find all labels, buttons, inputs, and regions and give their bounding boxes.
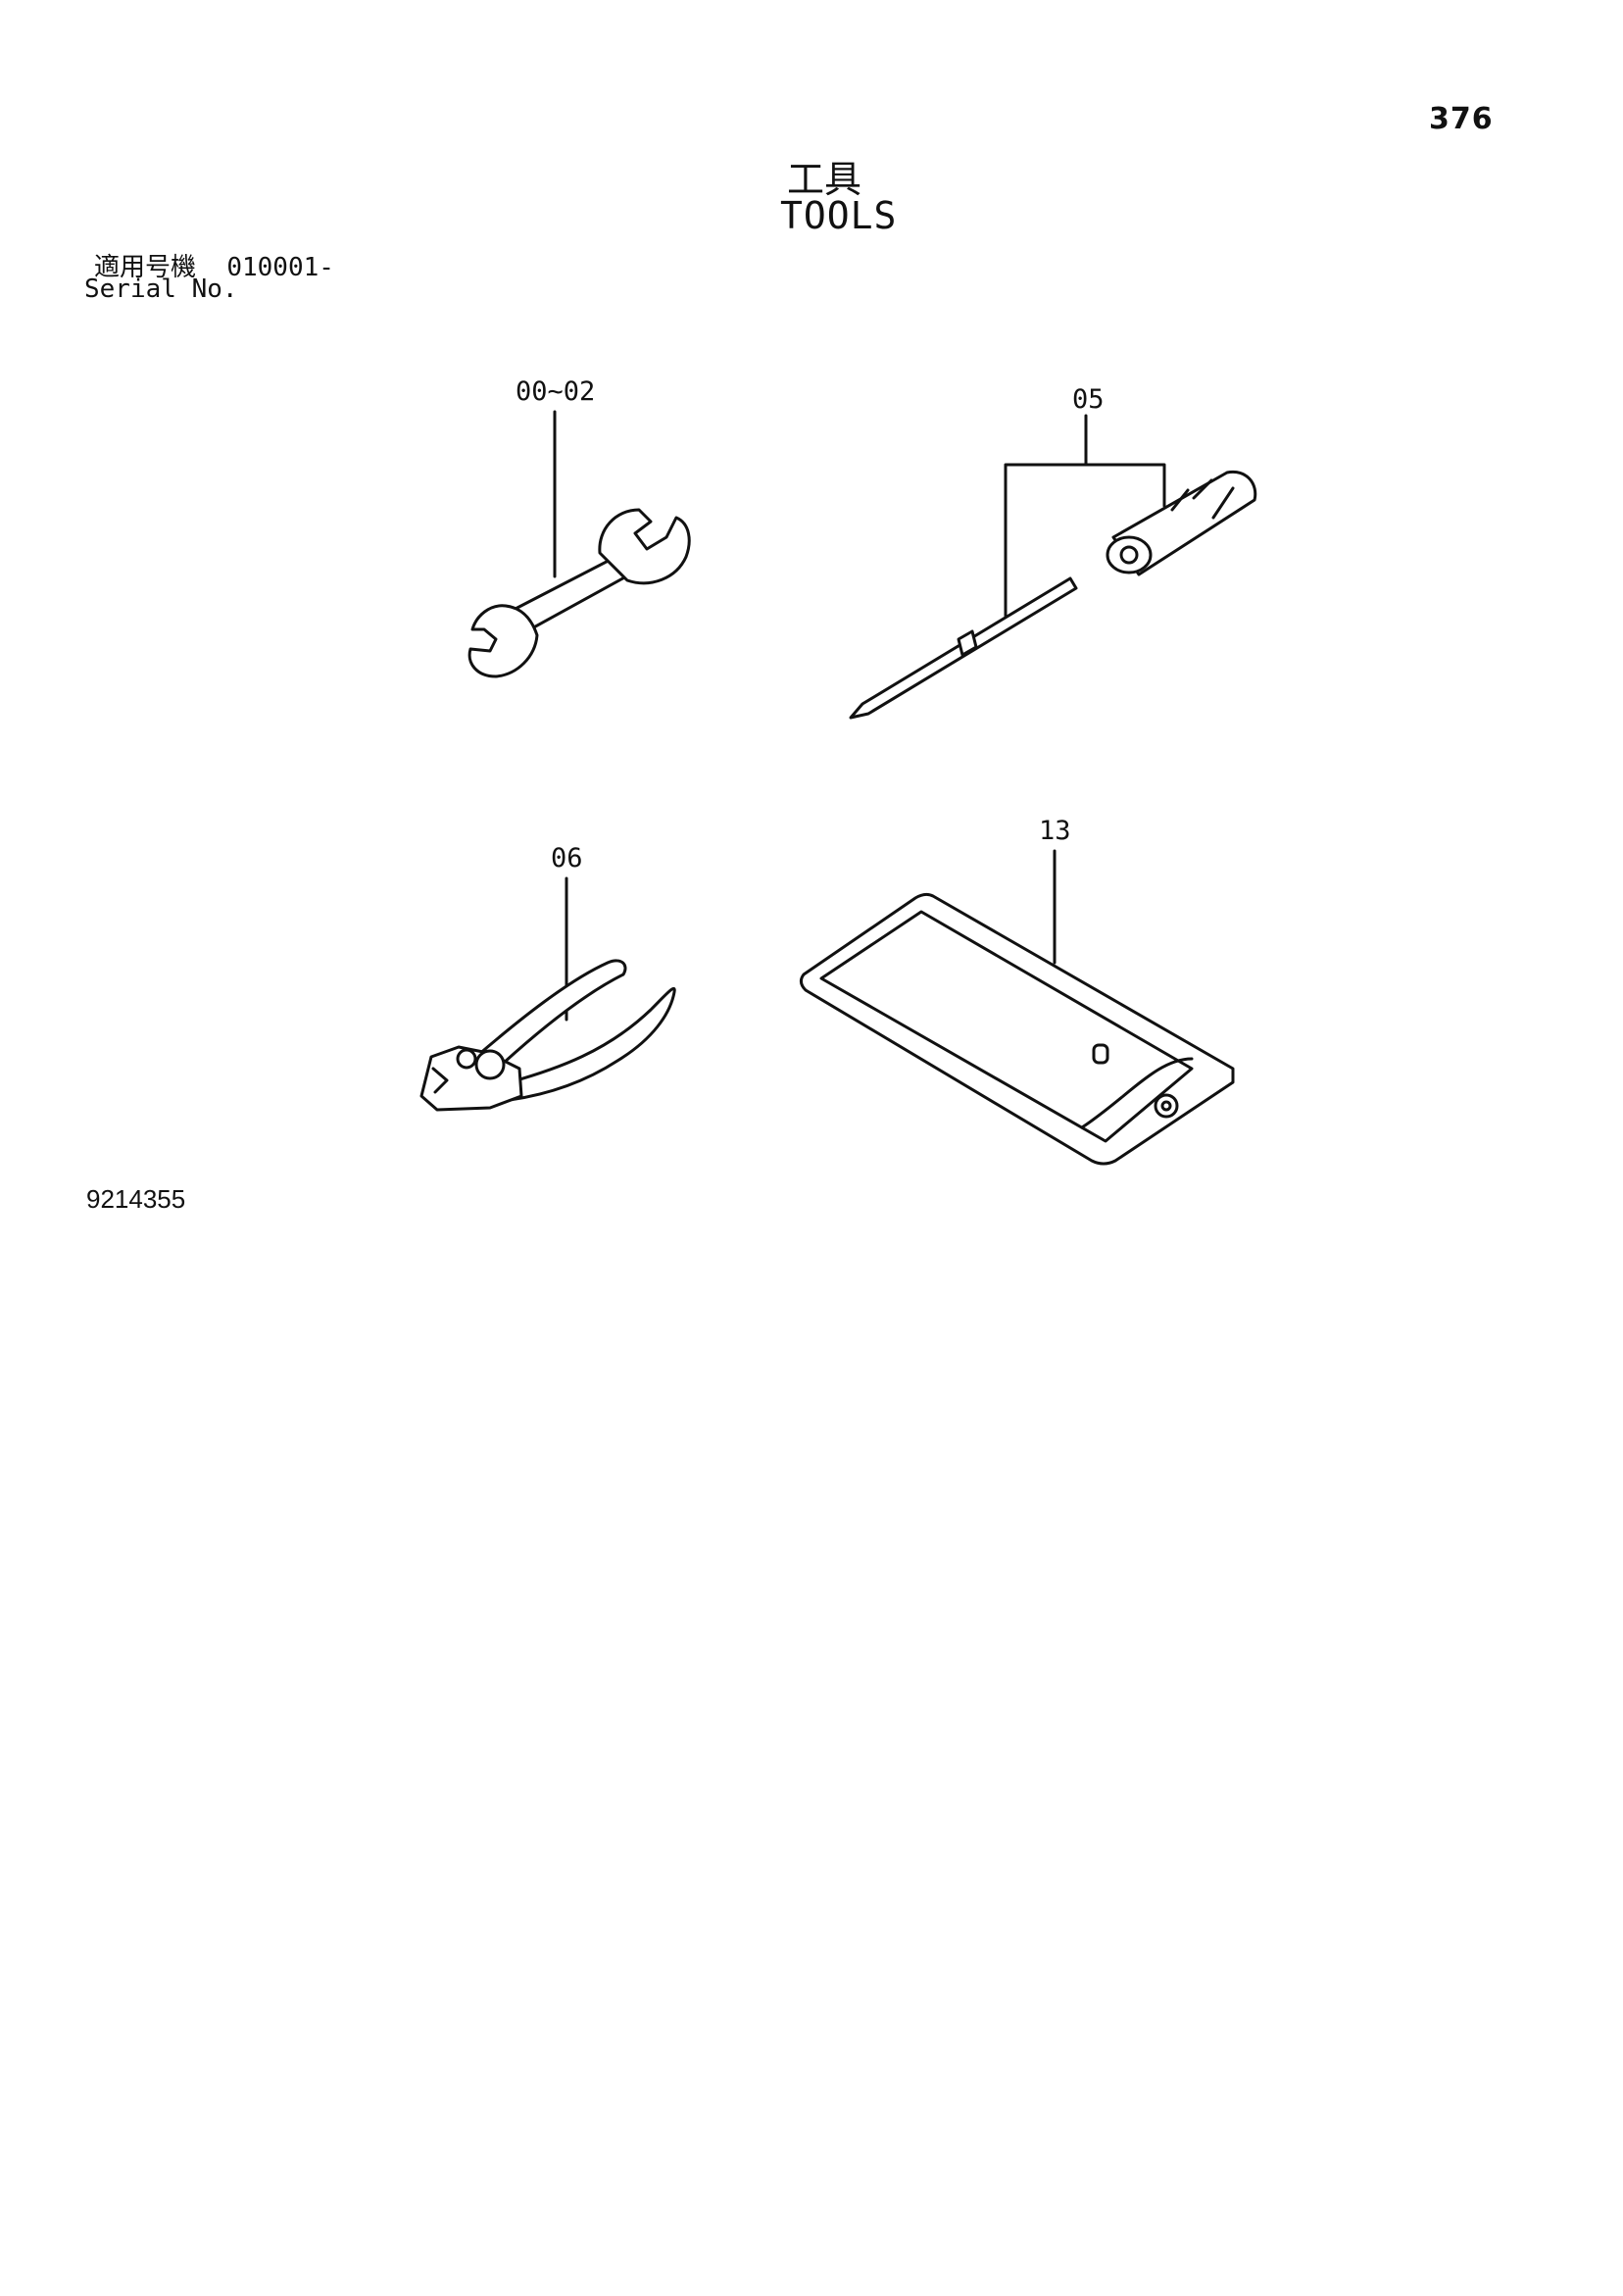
serial-range: 010001-: [226, 253, 334, 282]
pliers-handle-lower: [510, 988, 674, 1100]
page-number: 376: [1429, 102, 1494, 136]
screwdriver-hex-socket: [1121, 547, 1137, 563]
figure-number: 9214355: [86, 1184, 186, 1214]
wrench-small-head: [469, 606, 537, 676]
callout-tool-bag: 13: [1039, 816, 1071, 846]
pliers-jaw-teeth: [433, 1069, 447, 1092]
screwdriver-handle-grooves: [1172, 480, 1233, 518]
page-title: TOOLS: [780, 194, 898, 237]
screwdriver-shaft-lug: [959, 631, 976, 655]
screwdriver-leader-bracket: [1006, 416, 1164, 616]
screwdriver-handle-cap: [1107, 537, 1151, 573]
tool-bag-flap-edge: [1082, 1059, 1192, 1127]
tool-bag-window: [821, 912, 1192, 1141]
tool-bag-snap: [1094, 1045, 1107, 1063]
pliers-handle-upper: [478, 961, 625, 1063]
pliers-pivot-bolt: [458, 1050, 475, 1068]
tool-bag-grommet: [1156, 1095, 1177, 1117]
wrench-large-head: [600, 510, 689, 583]
tool-bag-body: [801, 894, 1233, 1164]
tool-bag-illustration: [801, 851, 1233, 1164]
wrench-illustration: [469, 412, 689, 676]
serial-line-japanese: 適用号機 010001-: [94, 247, 334, 283]
pliers-pivot: [476, 1051, 504, 1078]
tool-bag-grommet-hole: [1162, 1102, 1170, 1110]
pliers-illustration: [421, 878, 674, 1110]
callout-wrench: 00~02: [516, 376, 596, 407]
callout-screwdriver: 05: [1072, 384, 1105, 415]
page-title-japanese: 工具: [787, 158, 862, 201]
serial-label-japanese: 適用号機: [94, 253, 197, 282]
callout-pliers: 06: [551, 843, 583, 873]
screwdriver-set-illustration: [851, 416, 1255, 718]
serial-label: Serial No.: [84, 275, 238, 304]
